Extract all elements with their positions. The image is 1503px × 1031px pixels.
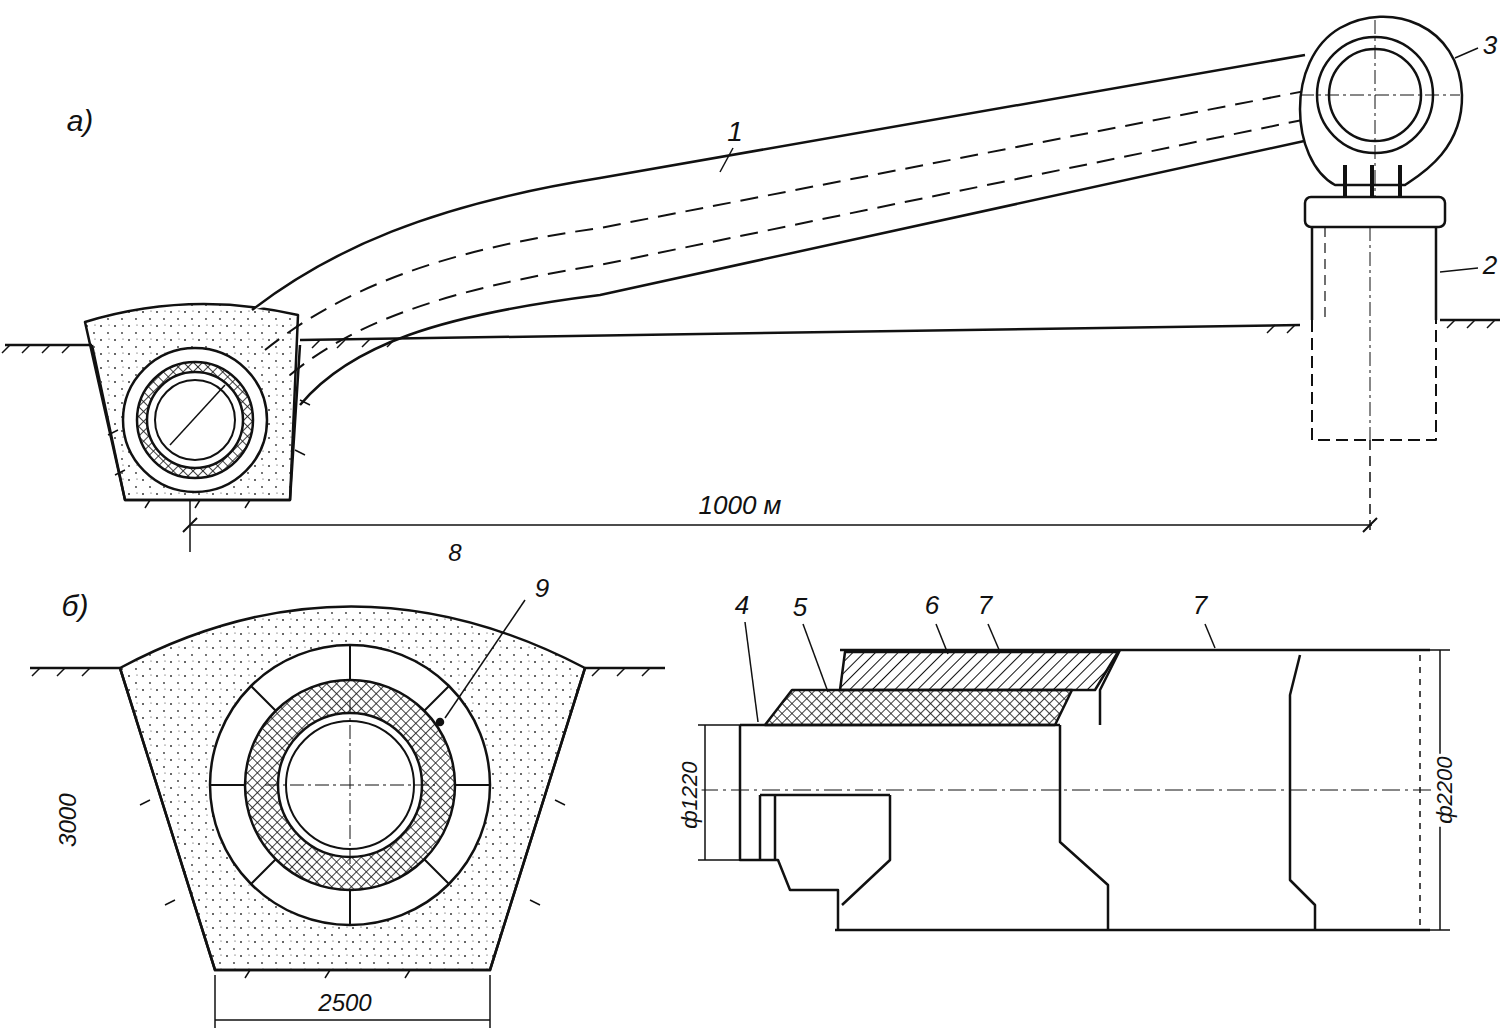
callout-label: 2500 (315, 990, 374, 1016)
callout-label: 7 (1190, 591, 1210, 620)
callout-label: ф1220 (678, 758, 702, 831)
callout-label: 3 (1480, 31, 1500, 60)
callout-label: 6 (922, 591, 942, 620)
callout-label: а) (64, 104, 97, 137)
callout-label: 2 (1480, 251, 1500, 280)
callout-label: ф2200 (1433, 753, 1457, 826)
callout-label: 8 (445, 540, 464, 566)
callout-label: 1000 м (696, 491, 785, 520)
callout-label: 1 (724, 117, 746, 148)
callout-label: 5 (790, 593, 810, 622)
callout-label: 7 (975, 591, 995, 620)
callout-label: б) (59, 589, 92, 622)
callout-label: 4 (732, 591, 752, 620)
callout-label: 9 (532, 574, 552, 603)
callout-label: 3000 (55, 790, 81, 849)
